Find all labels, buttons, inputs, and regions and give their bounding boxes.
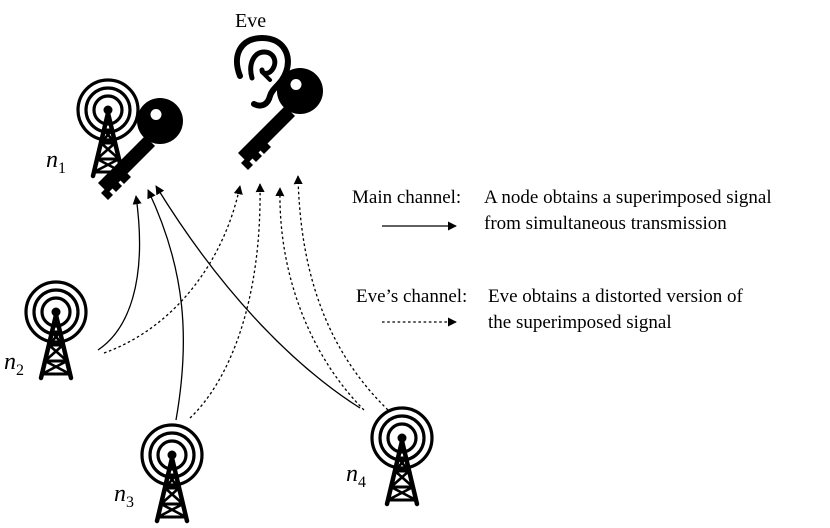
tower-n2-icon [26,282,86,378]
eve-link-n2-eve [103,185,243,354]
ear-icon [233,35,291,109]
main-channel-links [97,185,361,421]
eve-link-n3-eve [189,183,265,419]
legend-main-desc-line2: from simultaneous transmission [484,213,727,234]
node-label-n3: n3 [114,481,134,511]
eve-label: Eve [235,10,267,32]
legend-eve-desc-line2: the superimposed signal [488,312,672,333]
eve-channel-links [103,175,389,419]
eve-link-n4-eve-a [275,187,365,411]
legend-eve-desc-line1: Eve obtains a distorted version of [488,286,743,307]
eve-link-n4-eve-b [293,175,389,411]
tower-n3-icon [142,425,202,521]
main-link-n3-n1 [147,189,185,421]
tower-n4-icon [372,408,432,504]
legend-eve-name: Eve’s channel: [356,286,468,307]
main-link-n2-n1 [97,195,142,351]
node-label-n4: n4 [346,461,366,491]
node-label-n1: n1 [46,147,66,177]
legend-main-name: Main channel: [352,187,462,208]
node-label-n2: n2 [4,349,24,379]
main-link-n4-n1 [155,185,361,409]
legend-main-desc-line1: A node obtains a superimposed signal [484,187,772,208]
